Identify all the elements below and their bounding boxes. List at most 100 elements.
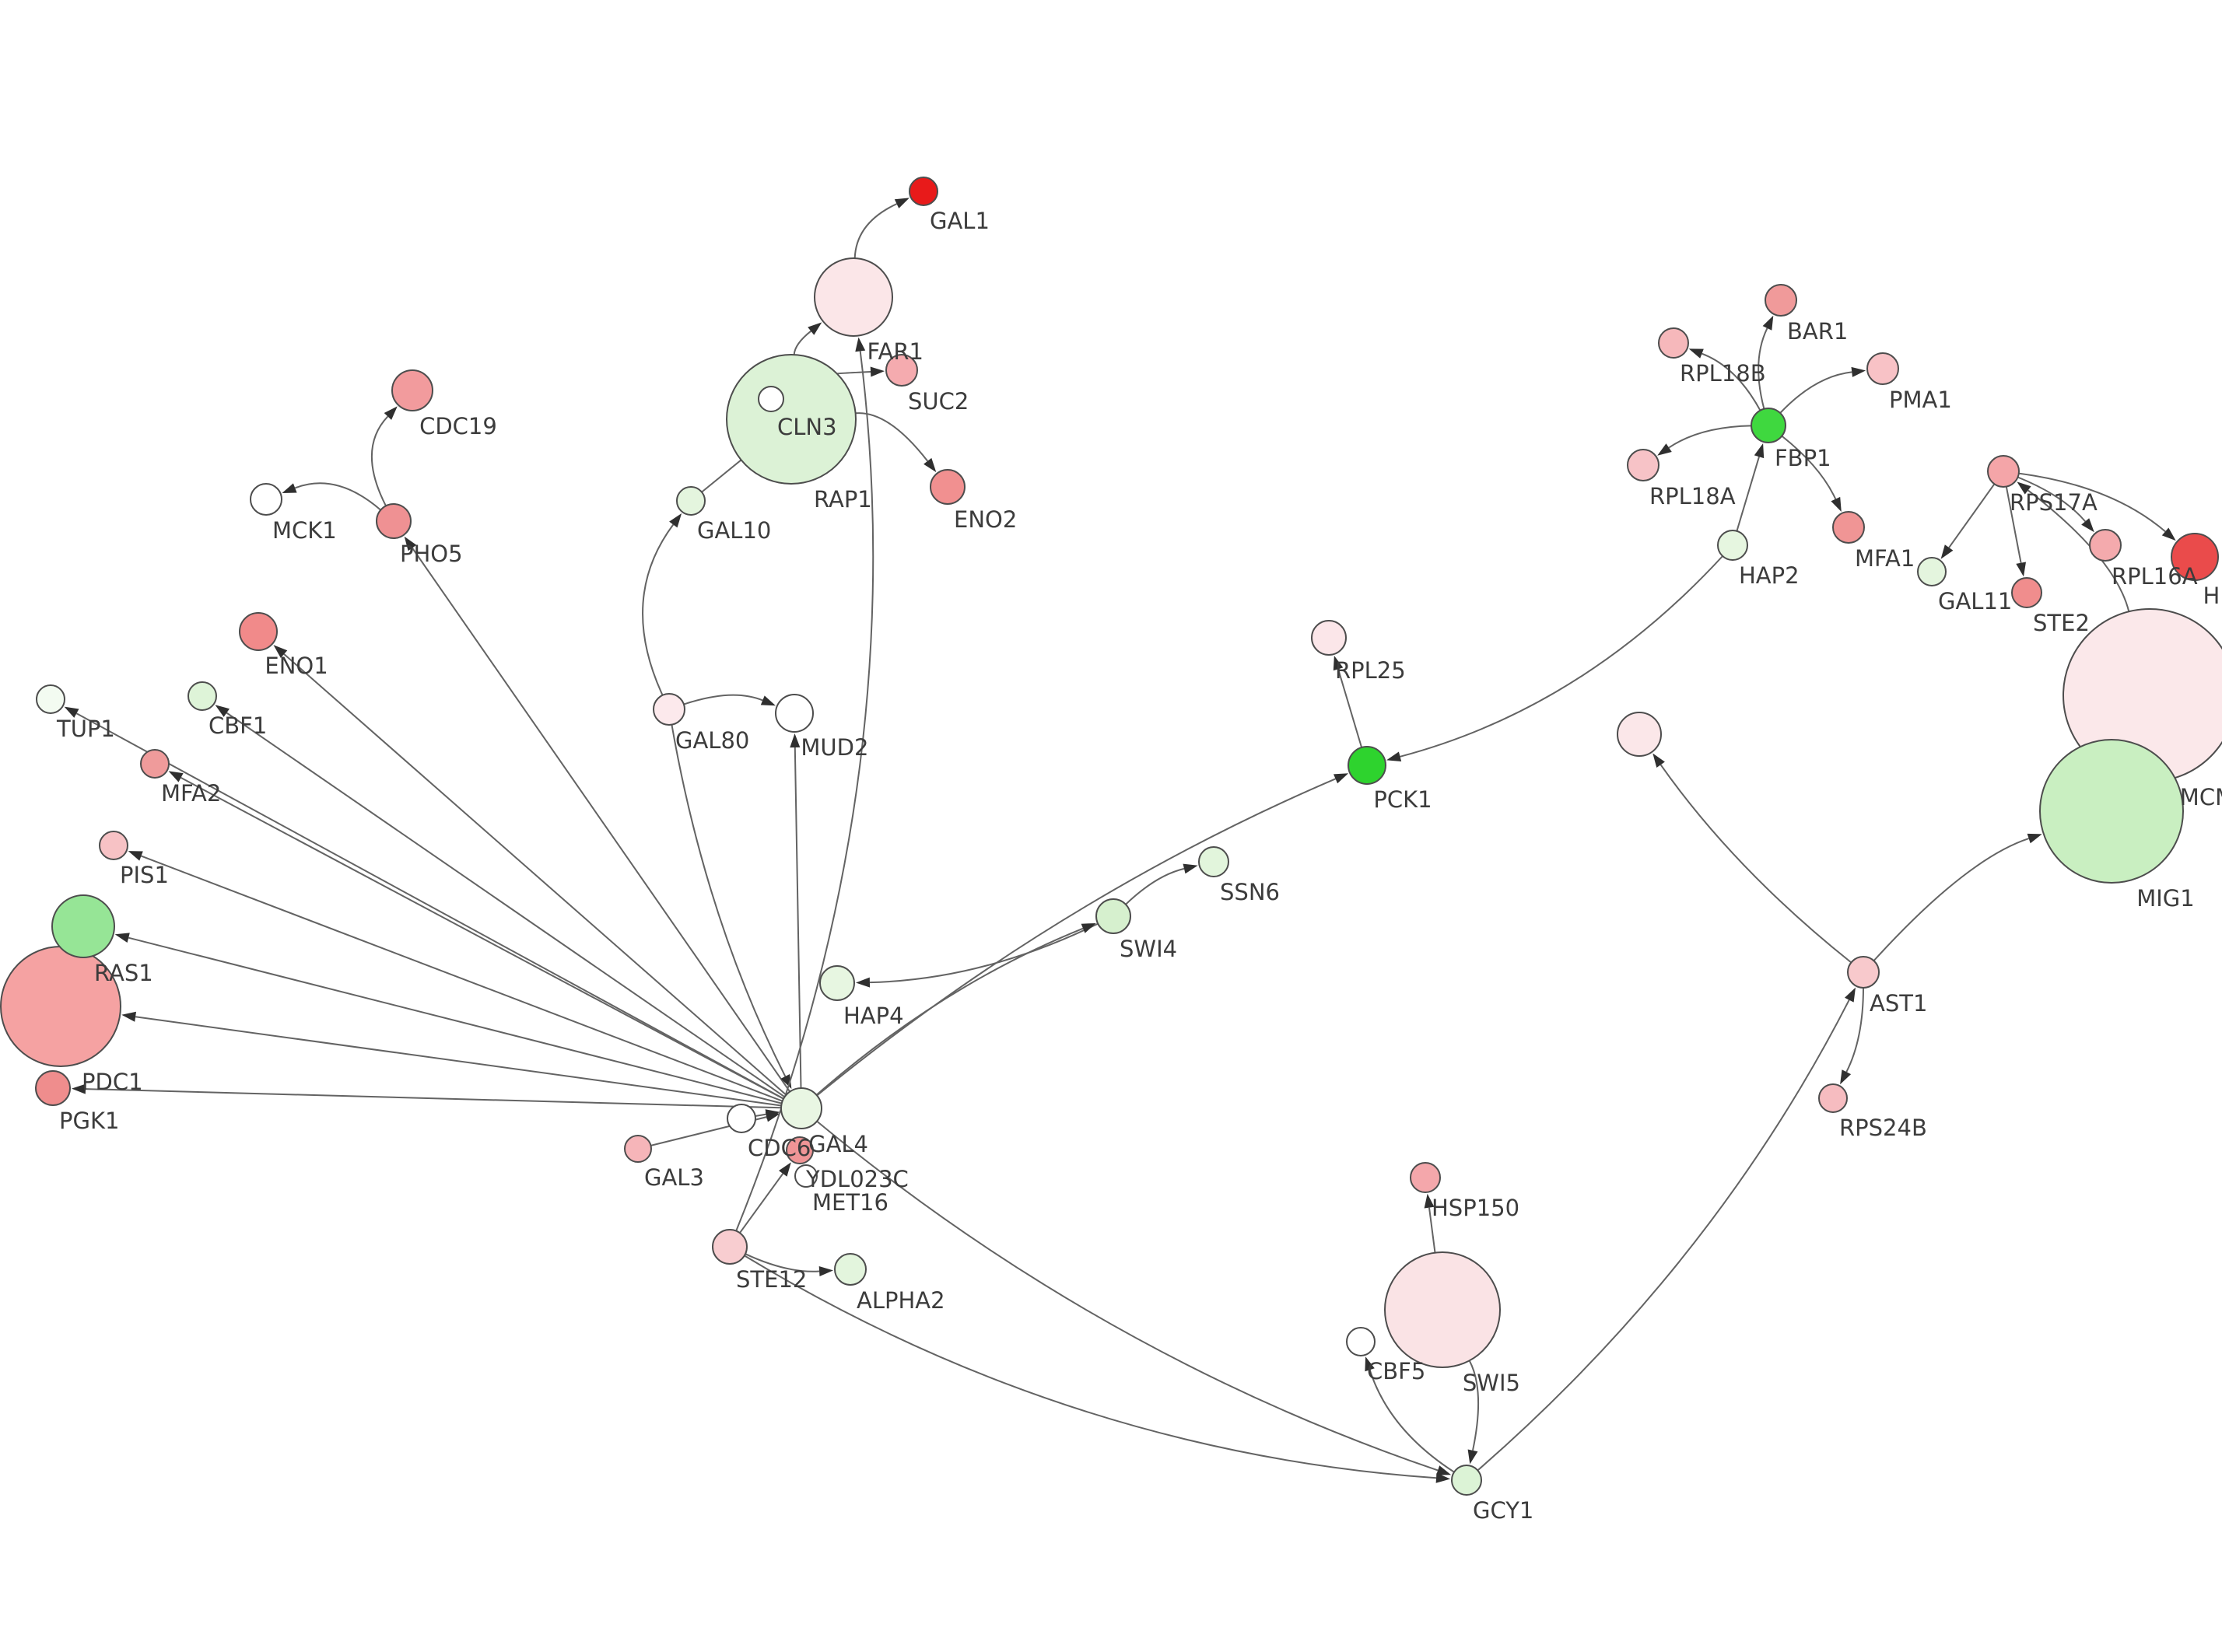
edge-GAL4-PGK1[interactable] — [85, 1088, 782, 1109]
edge-FBP1-RPL18B[interactable] — [1702, 352, 1761, 411]
node-cdc6[interactable] — [727, 1104, 756, 1133]
node-swi5[interactable] — [1384, 1251, 1501, 1368]
edge-PCK1-RPL25[interactable] — [1337, 668, 1363, 748]
node-alpha2[interactable] — [834, 1253, 867, 1286]
node-rps24b[interactable] — [1818, 1083, 1848, 1113]
edge-SWI4-SSN6[interactable] — [1125, 867, 1185, 905]
edge-GCY1-AST1[interactable] — [1477, 999, 1850, 1472]
edge-GAL4-MFA2[interactable] — [180, 777, 784, 1100]
node-ast1[interactable] — [1847, 956, 1880, 989]
node-pis1[interactable] — [99, 831, 128, 860]
edge-STE12-ALPHA2[interactable] — [745, 1253, 820, 1272]
node-cbf5[interactable] — [1346, 1327, 1376, 1356]
edge-SWI5-HSP150[interactable] — [1428, 1207, 1436, 1253]
node-pgk1[interactable] — [35, 1070, 71, 1106]
node-mig1[interactable] — [2039, 739, 2184, 884]
node-rpl18b[interactable] — [1658, 327, 1689, 359]
edge-AST1-RPS24B[interactable] — [1845, 987, 1864, 1073]
node-rpl16a[interactable] — [2089, 529, 2122, 562]
edge-GAL80-MUD2[interactable] — [683, 694, 763, 705]
edge-AST1-NODE_X[interactable] — [1659, 764, 1852, 964]
node-gal1[interactable] — [909, 177, 938, 206]
node-ste12[interactable] — [712, 1229, 748, 1265]
edge-RPS17A-STE2[interactable] — [2005, 486, 2022, 563]
edge-GAL4-CBF1[interactable] — [226, 712, 786, 1098]
edge-GAL80-GAL4[interactable] — [671, 724, 787, 1077]
edge-GAL4-GCY1[interactable] — [816, 1120, 1439, 1472]
edge-RAP1-FAR1[interactable] — [793, 330, 811, 355]
edge-HAP2-PCK1[interactable] — [1400, 555, 1723, 758]
node-mud2[interactable] — [775, 694, 814, 733]
node-ste2[interactable] — [2011, 577, 2042, 608]
arrowhead-icon — [1365, 1356, 1375, 1372]
node-pho5[interactable] — [376, 503, 412, 539]
node-gcy1[interactable] — [1451, 1465, 1482, 1496]
node-pma1[interactable] — [1866, 352, 1899, 385]
edge-RPS17A-HIS4[interactable] — [2018, 472, 2166, 533]
node-pck1[interactable] — [1348, 746, 1386, 785]
edge-GAL4-PHO5[interactable] — [412, 547, 791, 1093]
edge-CDC6-GAL4[interactable] — [755, 1113, 769, 1117]
edge-AST1-MIG1[interactable] — [1873, 838, 2029, 961]
edge-GCY1-CBF5[interactable] — [1369, 1369, 1455, 1473]
node-rpl25[interactable] — [1311, 620, 1347, 656]
node-cbf1[interactable] — [188, 681, 217, 711]
node-mfa1[interactable] — [1832, 511, 1865, 544]
node-gal10[interactable] — [676, 486, 706, 516]
node-unlabeled[interactable] — [1617, 712, 1662, 757]
node-rpl18a[interactable] — [1627, 449, 1659, 481]
edge-SWI5-GCY1[interactable] — [1468, 1360, 1480, 1451]
edge-GAL80-GAL10[interactable] — [642, 523, 675, 696]
edge-GAL4-PDC1[interactable] — [135, 1016, 782, 1107]
edge-GAL4-SWI4[interactable] — [815, 927, 1084, 1096]
edge-RPS17A-GAL11[interactable] — [1948, 483, 1996, 548]
node-hsp150[interactable] — [1410, 1162, 1441, 1193]
node-far1[interactable] — [814, 257, 893, 337]
edge-RAP1-SUC2[interactable] — [836, 371, 871, 375]
edge-RAP1-ENO2[interactable] — [855, 412, 928, 462]
edge-STE12-YDL023C[interactable] — [739, 1173, 784, 1234]
edge-GAL4-TUP1[interactable] — [75, 712, 784, 1100]
edge-PHO5-CDC19[interactable] — [370, 415, 389, 506]
node-ssn6[interactable] — [1198, 846, 1229, 877]
node-hap4[interactable] — [819, 965, 855, 1001]
node-hap2[interactable] — [1717, 530, 1748, 561]
node-mck1[interactable] — [250, 483, 282, 516]
node-gal3[interactable] — [624, 1135, 652, 1163]
edge-FBP1-PMA1[interactable] — [1779, 371, 1852, 414]
edge-FBP1-MFA1[interactable] — [1781, 435, 1837, 500]
node-gal80[interactable] — [653, 693, 685, 726]
node-rps17a[interactable] — [1987, 455, 2020, 488]
node-rap1[interactable] — [726, 354, 857, 485]
node-ydl023c[interactable] — [786, 1136, 814, 1164]
node-gal4[interactable] — [780, 1087, 822, 1129]
node-tup1[interactable] — [36, 684, 65, 714]
edge-GAL4-MUD2[interactable] — [794, 747, 802, 1089]
node-cdc19[interactable] — [391, 369, 433, 411]
edge-RPS17A-RPL16A[interactable] — [2017, 476, 2086, 523]
node-mfa2[interactable] — [140, 749, 170, 779]
node-ras1[interactable] — [51, 894, 115, 958]
edge-FAR1-GAL1[interactable] — [853, 203, 898, 259]
edge-GAL4-PIS1[interactable] — [141, 855, 783, 1102]
node-bar1[interactable] — [1765, 284, 1797, 317]
edge-GAL4-RAS1[interactable] — [128, 936, 783, 1104]
node-swi4[interactable] — [1095, 898, 1131, 934]
edge-FBP1-RPL18A[interactable] — [1668, 425, 1752, 449]
node-suc2[interactable] — [885, 354, 918, 387]
edge-STE12-GCY1[interactable] — [744, 1255, 1437, 1479]
node-cln3[interactable] — [758, 386, 784, 412]
edge-HAP2-FBP1[interactable] — [1736, 456, 1760, 532]
edge-GAL4-ENO1[interactable] — [283, 653, 787, 1096]
edge-GAL4-PCK1[interactable] — [816, 778, 1336, 1097]
edge-PHO5-MCK1[interactable] — [294, 482, 381, 511]
node-eno2[interactable] — [930, 469, 966, 505]
node-gal11[interactable] — [1917, 557, 1947, 586]
node-his4[interactable] — [2171, 533, 2219, 581]
edge-SWI4-HAP4[interactable] — [869, 922, 1099, 984]
node-met16[interactable] — [794, 1164, 818, 1188]
edge-FBP1-BAR1[interactable] — [1758, 327, 1768, 409]
node-eno1[interactable] — [239, 612, 278, 651]
node-fbp1[interactable] — [1751, 408, 1786, 443]
